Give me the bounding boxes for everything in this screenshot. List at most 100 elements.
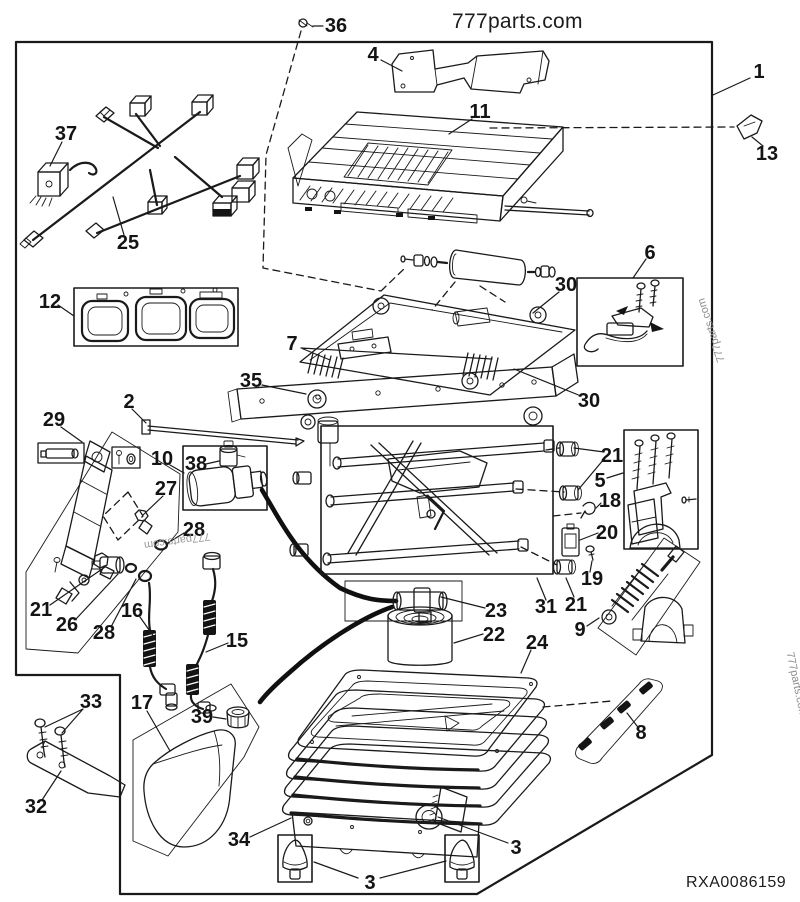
harness-connector [212, 195, 238, 217]
part-2-rod [141, 419, 305, 447]
part-31-scissor-assembly [289, 425, 555, 575]
part-13-clip [736, 114, 763, 140]
callout-21: 21 [600, 445, 624, 467]
callout-1: 1 [753, 61, 765, 83]
callout-30: 30 [577, 390, 601, 412]
part-38-solenoid [219, 440, 246, 467]
callout-28: 28 [182, 519, 206, 541]
callout-35: 35 [239, 370, 263, 392]
part-5-bracket-kit [623, 429, 699, 550]
part-7-spring [462, 352, 499, 381]
part-shock-absorber [400, 249, 556, 286]
callout-16: 16 [120, 600, 144, 622]
callout-6: 6 [644, 242, 656, 264]
callout-18: 18 [598, 490, 622, 512]
callout-23: 23 [484, 600, 508, 622]
part-11-seat-pan [287, 111, 594, 224]
part-36-screw [298, 18, 314, 28]
callout-9: 9 [574, 619, 586, 641]
callout-10: 10 [150, 448, 174, 470]
callout-19: 19 [580, 568, 604, 590]
part-39-cap [226, 706, 250, 729]
callout-15: 15 [225, 630, 249, 652]
callout-11: 11 [469, 101, 491, 123]
part-33-bolts [34, 718, 69, 768]
callout-20: 20 [595, 522, 619, 544]
part-32-plate [26, 740, 126, 798]
harness-connector [231, 180, 256, 203]
part-23-valve [344, 580, 463, 623]
part-16-hose [143, 581, 178, 711]
leader-lines [41, 25, 764, 879]
callout-38: 38 [184, 453, 208, 475]
callout-26: 26 [55, 614, 79, 636]
callout-8: 8 [635, 722, 647, 744]
callout-5: 5 [594, 470, 606, 492]
harness-connector [236, 157, 260, 180]
callout-27: 27 [154, 478, 178, 500]
callout-17: 17 [130, 692, 154, 714]
callout-3: 3 [510, 837, 522, 859]
callout-21: 21 [29, 599, 53, 621]
site-watermark-header: 777parts.com [452, 10, 583, 33]
part-28-oring [137, 569, 153, 583]
harness-connector [19, 230, 44, 249]
part-3-height-knob [415, 786, 468, 833]
part-28-oring [153, 539, 169, 551]
part-30-pivot [372, 297, 390, 315]
part-26-oring [124, 562, 138, 574]
callout-4: 4 [367, 44, 379, 66]
callout-34: 34 [227, 829, 251, 851]
part-29-pin-kit [37, 442, 141, 469]
callout-29: 29 [42, 409, 66, 431]
part-21-fitting [91, 556, 125, 574]
part-8-clip-strip [575, 678, 663, 764]
part-35-suspension-frame [227, 294, 579, 467]
harness-connector [147, 195, 168, 215]
part-19-screw [585, 545, 595, 561]
part-30-pivot [529, 306, 547, 324]
part-12-cushion-frames [73, 287, 239, 347]
air-hose [257, 604, 395, 705]
callout-13: 13 [755, 143, 779, 165]
callout-28: 28 [92, 622, 116, 644]
part-10-compressor [182, 440, 268, 511]
callout-39: 39 [190, 706, 214, 728]
callout-7: 7 [286, 333, 298, 355]
callout-36: 36 [324, 15, 348, 37]
callout-21: 21 [564, 594, 588, 616]
callout-31: 31 [534, 596, 558, 618]
callout-3: 3 [364, 872, 376, 894]
part-14-cylinder [25, 431, 181, 654]
part-7-spring [307, 352, 344, 379]
callout-30: 30 [554, 274, 578, 296]
drawing-border [14, 40, 714, 896]
dashed-locator-lines [102, 30, 735, 708]
part-6-latch-kit [576, 277, 684, 367]
part-4-bracket [391, 49, 550, 94]
harness-connector [85, 222, 105, 239]
part-25-wiring-harness [19, 94, 260, 249]
callout-24: 24 [525, 632, 549, 654]
callout-12: 12 [38, 291, 62, 313]
part-27-fitting [134, 509, 153, 535]
harness-connector [95, 106, 115, 123]
part-18-clip [580, 501, 596, 519]
part-37-relay [29, 162, 69, 207]
part-15-hose [186, 551, 221, 714]
harness-connector [191, 94, 214, 116]
callout-2: 2 [123, 391, 135, 413]
drawing-code: RXA0086159 [686, 874, 787, 891]
air-hose [259, 487, 399, 604]
callout-25: 25 [116, 232, 140, 254]
callout-37: 37 [54, 123, 78, 145]
part-24-bellows [281, 669, 552, 859]
callout-22: 22 [482, 624, 506, 646]
part-9-spring-damper [597, 537, 701, 656]
part-22-air-spring [387, 606, 453, 666]
part-21-bushings [552, 441, 582, 575]
callout-32: 32 [24, 796, 48, 818]
callout-33: 33 [79, 691, 103, 713]
